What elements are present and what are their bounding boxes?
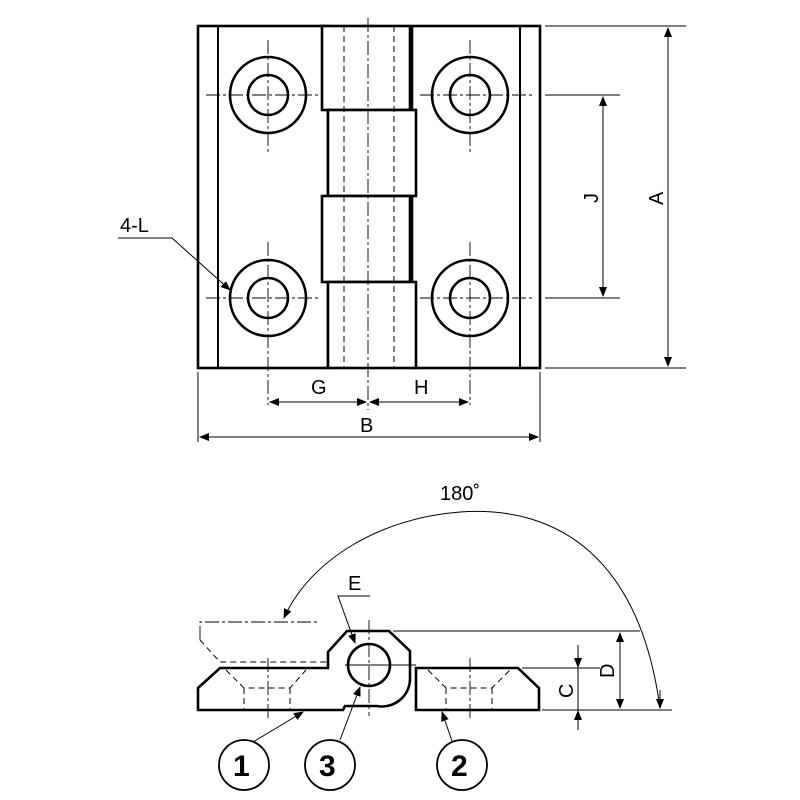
dim-B: B [360,415,373,437]
dim-C: C [556,684,578,698]
part-callout-2 [436,739,488,791]
dim-A: A [646,191,668,205]
dim-D: D [597,664,619,678]
dim-E: E [348,573,361,595]
side-view: E C D 180˚ 1 3 2 [196,483,672,791]
angle-label: 180˚ [440,483,480,505]
dim-H: H [414,377,428,399]
leaf-2 [414,666,541,712]
dim-G: G [311,377,327,399]
top-view: 4-L G H B A J [118,18,686,442]
part-callout-1 [218,739,270,791]
knuckle [320,24,418,370]
part-callout-3 [304,739,356,791]
part-1-label: 1 [233,750,250,783]
holes-label: 4-L [120,215,149,237]
mounting-holes [206,40,532,405]
part-3-label: 3 [319,750,336,783]
part-2-label: 2 [451,750,468,783]
rotation-arc [283,510,661,709]
dim-J: J [581,193,603,203]
